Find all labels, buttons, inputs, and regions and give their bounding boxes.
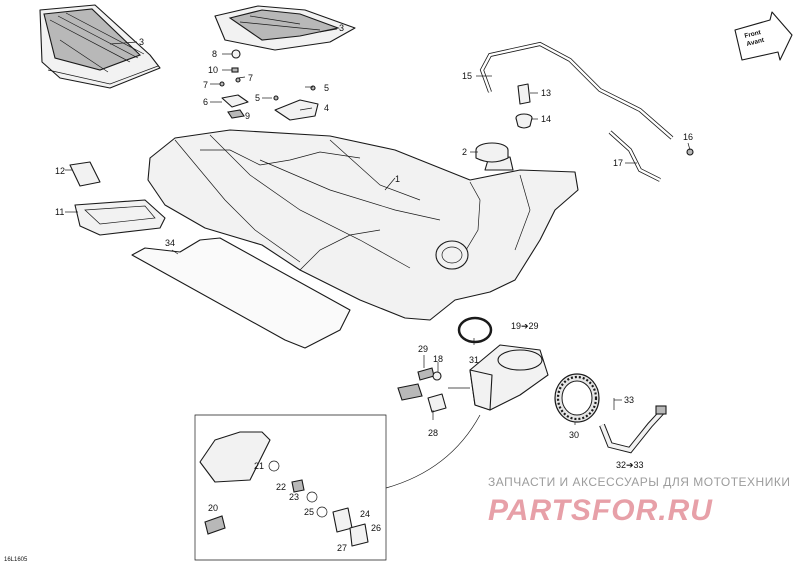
o-ring-part-31 xyxy=(457,316,493,344)
callout-3-center: 3 xyxy=(339,23,344,33)
label-part-12 xyxy=(69,161,101,187)
callout-7-right: 7 xyxy=(248,73,253,83)
callout-7-left: 7 xyxy=(203,80,208,90)
grommet-part-14 xyxy=(515,113,533,129)
diagram-code: 16L1605 xyxy=(4,557,28,563)
callout-29: 29 xyxy=(418,344,428,354)
callout-31: 31 xyxy=(469,355,479,365)
callout-27: 27 xyxy=(337,543,347,553)
lock-ring-part-30 xyxy=(554,373,600,423)
ring-part-8 xyxy=(231,49,241,59)
callout-16: 16 xyxy=(683,132,693,142)
watermark-tagline: ЗАПЧАСТИ И АКСЕССУАРЫ ДЛЯ МОТОТЕХНИКИ xyxy=(488,475,790,489)
front-arrow-line1: Front xyxy=(744,29,763,40)
connector-part-28 xyxy=(397,383,447,413)
callout-19-to-29: 19➔29 xyxy=(511,321,539,331)
front-arrow-line2: Avant xyxy=(746,37,766,48)
callout-18: 18 xyxy=(433,354,443,364)
screws-part-7-5 xyxy=(219,77,316,101)
callout-20: 20 xyxy=(208,503,218,513)
callout-14: 14 xyxy=(541,114,551,124)
callout-5-left: 5 xyxy=(255,93,260,103)
bracket-part-6 xyxy=(221,94,249,108)
callout-labels: 3 3 1 2 4 5 5 6 7 7 8 9 10 11 12 13 14 1… xyxy=(55,23,693,553)
callout-17: 17 xyxy=(613,158,623,168)
fitting-part-29 xyxy=(417,367,435,381)
washer-part-18 xyxy=(432,371,442,381)
callout-15: 15 xyxy=(462,71,472,81)
fuel-pump-assembly xyxy=(448,344,549,411)
detail-inset xyxy=(194,414,481,561)
callout-9: 9 xyxy=(245,111,250,121)
callout-28: 28 xyxy=(428,428,438,438)
callout-30: 30 xyxy=(569,430,579,440)
screw-part-10 xyxy=(231,67,239,73)
callout-25: 25 xyxy=(304,507,314,517)
leader-lines xyxy=(65,28,691,425)
callout-13: 13 xyxy=(541,88,551,98)
hose-part-15 xyxy=(479,41,674,140)
callout-22: 22 xyxy=(276,482,286,492)
fitting-part-13 xyxy=(517,83,531,105)
callout-2: 2 xyxy=(462,147,467,157)
clip-part-9 xyxy=(227,109,245,119)
callout-4: 4 xyxy=(324,103,329,113)
bracket-part-4 xyxy=(274,99,319,121)
callout-34: 34 xyxy=(165,238,175,248)
callout-6: 6 xyxy=(203,97,208,107)
callout-1: 1 xyxy=(395,174,400,184)
seat-cover-center xyxy=(214,5,356,51)
watermark: ЗАПЧАСТИ И АКСЕССУАРЫ ДЛЯ МОТОТЕХНИКИ PA… xyxy=(488,475,790,527)
callout-24: 24 xyxy=(360,509,370,519)
callout-12: 12 xyxy=(55,166,65,176)
callout-32-to-33: 32➔33 xyxy=(616,460,644,470)
callout-5-right: 5 xyxy=(324,83,329,93)
mat-part-34 xyxy=(131,237,351,349)
seat-cover-left xyxy=(39,4,161,89)
callout-11: 11 xyxy=(55,207,64,217)
fuel-cap xyxy=(475,142,509,163)
hose-part-17 xyxy=(608,130,661,182)
callout-10: 10 xyxy=(208,65,218,75)
callout-33: 33 xyxy=(624,395,634,405)
callout-8: 8 xyxy=(212,49,217,59)
callout-23: 23 xyxy=(289,492,299,502)
front-direction-arrow: Front Avant xyxy=(734,11,793,61)
watermark-logo: PARTSFOR.RU xyxy=(488,494,713,527)
tray-part-11 xyxy=(74,199,166,236)
callout-21: 21 xyxy=(254,461,264,471)
callout-26: 26 xyxy=(371,523,381,533)
callout-3-left: 3 xyxy=(139,37,144,47)
hose-part-32-33 xyxy=(599,405,667,454)
